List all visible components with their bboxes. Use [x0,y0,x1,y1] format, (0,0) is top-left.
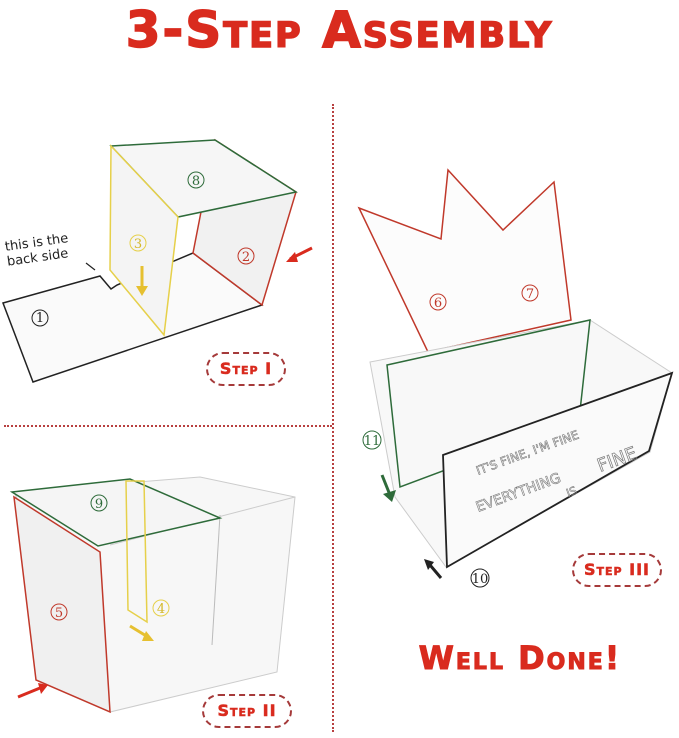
svg-text:8: 8 [192,174,200,189]
part-1-label: 1 [36,311,44,326]
svg-text:10: 10 [472,572,489,587]
svg-text:7: 7 [526,287,534,302]
page-title: 3-Step Assembly [125,1,554,59]
horizontal-divider [4,425,332,427]
svg-text:9: 9 [95,497,103,512]
svg-text:6: 6 [434,296,442,311]
svg-text:11: 11 [364,434,381,449]
step-3-badge: Step III [572,553,662,587]
svg-text:4: 4 [157,602,165,617]
svg-text:3: 3 [134,237,142,252]
svg-text:2: 2 [242,250,250,265]
well-done-text: Well Done! [418,639,622,678]
step-2-badge: Step II [202,694,292,728]
svg-text:5: 5 [55,606,63,621]
step-1-badge: Step I [206,352,286,386]
svg-text:IS: IS [565,484,579,500]
vertical-divider [332,104,334,732]
